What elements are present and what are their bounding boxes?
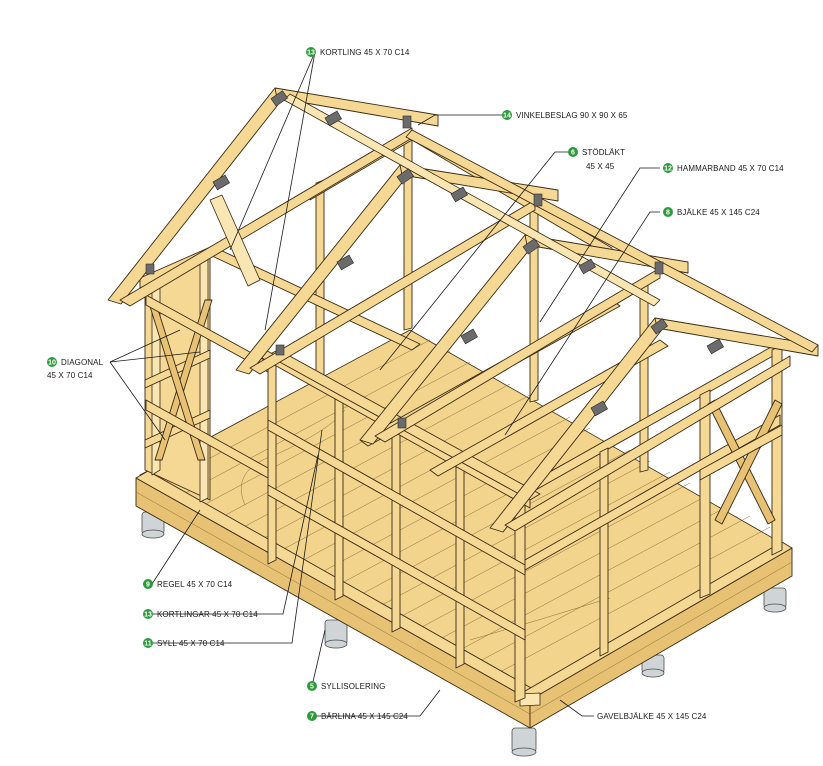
callout-number: 8 (666, 210, 670, 217)
callout-number: 7 (310, 714, 314, 721)
callout-label: HAMMARBAND 45 X 70 C14 (677, 164, 784, 173)
callout-number: 5 (310, 684, 314, 691)
callout-number: 10 (48, 360, 56, 367)
callout-label: VINKELBESLAG 90 X 90 X 65 (516, 111, 628, 120)
foundation-post (763, 587, 787, 613)
leader-lines (109, 51, 660, 717)
foundation-post (324, 619, 348, 649)
callout-number: 9 (146, 582, 150, 589)
callout-label: KORTLING 45 X 70 C14 (320, 48, 410, 57)
callout-number: 13 (307, 50, 315, 57)
callout-label: BÄRLINA 45 X 145 C24 (321, 712, 408, 721)
roof-trusses (107, 87, 819, 533)
callout-label: STÖDLÄKT (582, 148, 625, 157)
callout-number: 13 (144, 612, 152, 619)
callout-number: 11 (144, 641, 152, 648)
callout-label: SYLLISOLERING (321, 682, 385, 691)
callout-stodlakt: 6 STÖDLÄKT 45 X 45 (568, 147, 625, 171)
callout-label-line2: 45 X 45 (586, 162, 615, 171)
callout-vinkelbeslag: 14 VINKELBESLAG 90 X 90 X 65 (502, 110, 628, 120)
callout-syllisolering: 5 SYLLISOLERING (307, 681, 385, 691)
callout-number: 12 (664, 166, 672, 173)
callout-bjalke: 8 BJÄLKE 45 X 145 C24 (663, 207, 760, 217)
callout-regel: 9 REGEL 45 X 70 C14 (143, 579, 233, 589)
callout-number: 6 (571, 150, 575, 157)
callout-label: SYLL 45 X 70 C14 (157, 639, 225, 648)
callout-label: REGEL 45 X 70 C14 (157, 580, 233, 589)
callout-kortlingar: 13 KORTLINGAR 45 X 70 C14 (143, 609, 258, 619)
callout-gavelbjalke: GAVELBJÄLKE 45 X 145 C24 (597, 712, 707, 721)
angle-brackets (145, 90, 724, 429)
foundation-post (641, 654, 665, 678)
callout-label-line2: 45 X 70 C14 (47, 371, 93, 380)
callout-hammarband: 12 HAMMARBAND 45 X 70 C14 (663, 163, 784, 173)
callout-label: DIAGONAL (61, 358, 104, 367)
foundation-post (511, 727, 537, 757)
callout-kortling-top: 13 KORTLING 45 X 70 C14 (306, 47, 410, 57)
callout-diagonal: 10 DIAGONAL 45 X 70 C14 (47, 357, 104, 380)
right-gable-wall (524, 341, 783, 657)
callout-label: KORTLINGAR 45 X 70 C14 (157, 610, 258, 619)
callout-number: 14 (503, 113, 511, 120)
callout-syll: 11 SYLL 45 X 70 C14 (143, 638, 225, 648)
callout-label: GAVELBJÄLKE 45 X 145 C24 (597, 712, 707, 721)
callout-label: BJÄLKE 45 X 145 C24 (677, 208, 760, 217)
callout-barlina: 7 BÄRLINA 45 X 145 C24 (307, 711, 408, 721)
